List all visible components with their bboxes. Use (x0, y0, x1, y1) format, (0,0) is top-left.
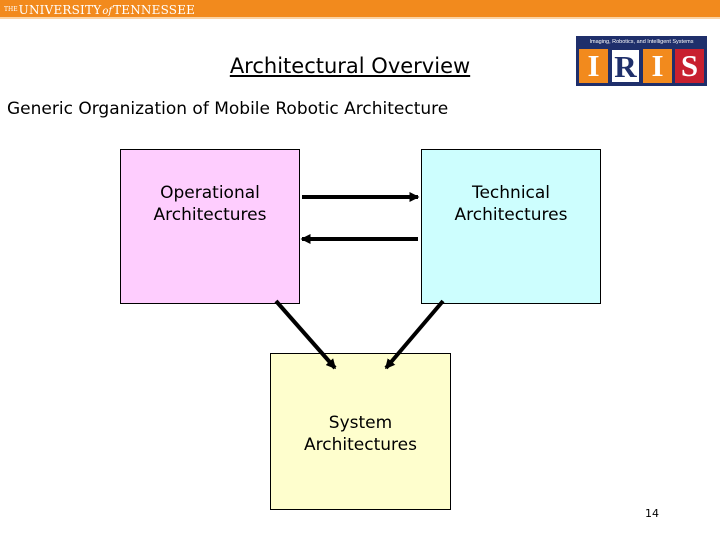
system-architectures-label: System Architectures (304, 412, 417, 455)
iris-letter: I (643, 49, 672, 83)
system-architectures-box: System Architectures (270, 353, 451, 510)
slide-subtitle: Generic Organization of Mobile Robotic A… (7, 99, 449, 119)
iris-letter: S (675, 49, 704, 83)
iris-tagline: Imaging, Robotics, and Intelligent Syste… (589, 39, 694, 45)
arrow-technical-to-system (384, 299, 445, 370)
logo-university: UNIVERSITY (18, 3, 102, 17)
technical-architectures-box: Technical Architectures (421, 149, 601, 304)
operational-architectures-label: Operational Architectures (153, 182, 267, 225)
iris-letter: I (579, 49, 608, 83)
arrow-operational-to-system (274, 299, 337, 370)
logo-the: THE (4, 6, 18, 13)
page-number: 14 (645, 507, 659, 520)
technical-architectures-label: Technical Architectures (454, 182, 568, 225)
university-logo: THEUNIVERSITYofTENNESSEE (4, 1, 196, 17)
slide-title: Architectural Overview (229, 54, 471, 78)
banner-divider (0, 17, 720, 19)
iris-letter: R (611, 49, 640, 84)
logo-tennessee: TENNESSEE (113, 3, 196, 17)
logo-of: of (102, 6, 113, 17)
iris-logo: Imaging, Robotics, and Intelligent Syste… (576, 36, 707, 86)
operational-architectures-box: Operational Architectures (120, 149, 300, 304)
top-banner: THEUNIVERSITYofTENNESSEE (0, 0, 720, 17)
